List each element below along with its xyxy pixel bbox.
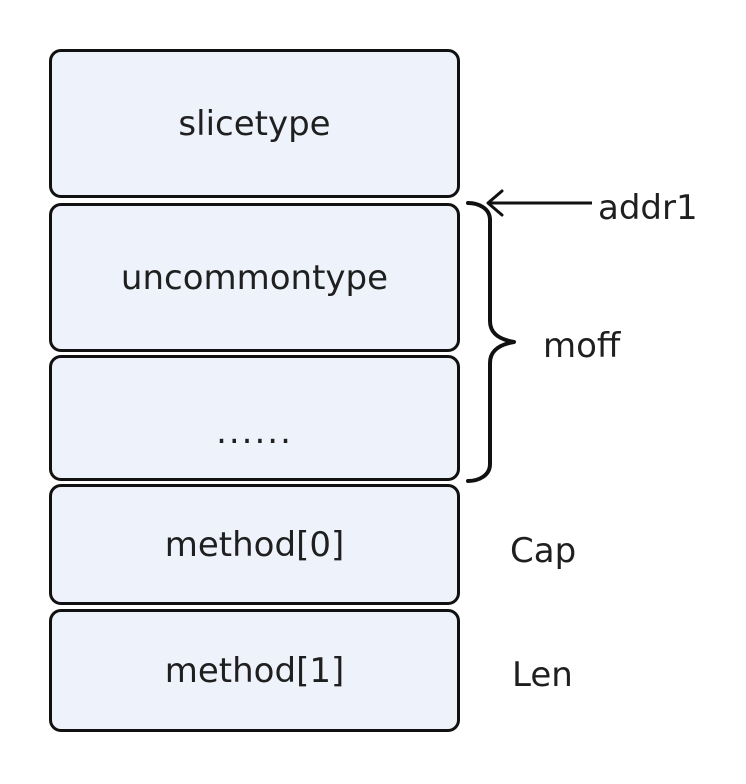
slicetype-box: slicetype — [49, 49, 460, 198]
moff-label: moff — [543, 326, 621, 366]
method-0-label: method[0] — [164, 524, 345, 565]
method-1-box: method[1] — [49, 609, 460, 732]
uncommontype-label: uncommontype — [120, 257, 389, 298]
method-0-box: method[0] — [49, 484, 460, 605]
cap-label: Cap — [510, 531, 577, 571]
method-1-label: method[1] — [164, 650, 345, 691]
ellipsis-box: ...... — [49, 355, 460, 481]
uncommontype-box: uncommontype — [49, 203, 460, 352]
addr1-label: addr1 — [598, 188, 698, 228]
slicetype-label: slicetype — [178, 103, 331, 144]
len-label: Len — [512, 655, 573, 695]
addr1-arrow — [486, 189, 592, 217]
ellipsis-label: ...... — [216, 412, 293, 452]
moff-brace — [466, 201, 516, 483]
